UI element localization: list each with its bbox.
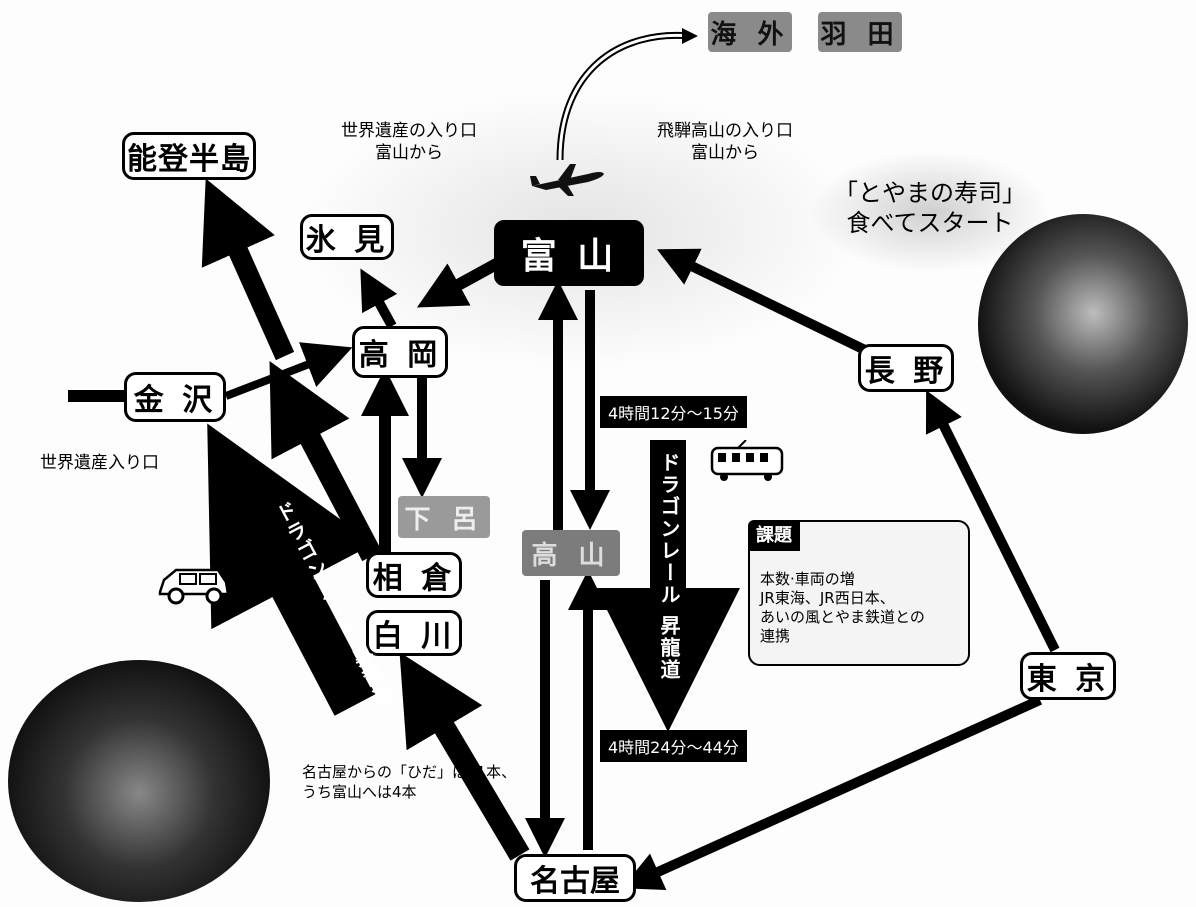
station-nagoya[interactable]: 名古屋: [514, 854, 636, 902]
air-route-head: [682, 28, 698, 44]
arrow-takaoka-himi: [360, 268, 398, 329]
issue-title: 課題: [748, 520, 800, 551]
station-noto[interactable]: 能登半島: [122, 132, 256, 180]
issue-box: 課題 本数·車両の増 JR東海、JR西日本、 あいの風とやま鉄道との 連携: [748, 520, 970, 666]
sushi-caption: 「とやまの寿司」 食べてスタート: [834, 179, 1026, 237]
station-nagano[interactable]: 長 野: [858, 344, 954, 392]
station-himi[interactable]: 氷 見: [300, 214, 394, 260]
air-route-curve-inner: [558, 33, 691, 161]
hida-entry-caption: 飛騨高山の入り口 富山から: [657, 121, 793, 163]
arrow-kanazawa-takaoka: [224, 342, 353, 400]
arrow-dragon-route: [207, 423, 376, 716]
arrow-to-noto: [201, 178, 295, 361]
destination-kaigai: 海 外: [708, 12, 792, 52]
station-tokyo[interactable]: 東 京: [1020, 652, 1116, 700]
arrow-nagano-toyama: [656, 248, 868, 355]
arrow-nagoya-shirakawa: [399, 652, 530, 861]
arrow-tokyo-nagoya: [621, 695, 1043, 891]
sushi-photo: [978, 214, 1188, 434]
issue-body: 本数·車両の増 JR東海、JR西日本、 あいの風とやま鉄道との 連携: [760, 570, 925, 645]
dragon-rail-label: ドラゴンレール 昇龍道: [657, 452, 681, 681]
time-label-lower: 4時間24分～44分: [600, 730, 747, 762]
destination-haneda: 羽 田: [818, 12, 902, 52]
hida-note-caption: 名古屋からの「ひだ」は11本、 うち富山へは4本: [302, 763, 517, 801]
world-heritage-entry-caption: 世界遺産の入り口 富山から: [341, 121, 477, 163]
station-takaoka[interactable]: 高 岡: [352, 326, 448, 378]
car-icon: [158, 568, 230, 605]
station-kanazawa[interactable]: 金 沢: [124, 372, 226, 422]
airplane-icon: [530, 164, 604, 196]
station-toyama[interactable]: 富 山: [494, 220, 644, 286]
train-icon: [710, 440, 784, 481]
station-gero: 下 呂: [398, 496, 490, 538]
arrow-toyama-takaoka: [416, 256, 503, 308]
road-photo: [8, 660, 270, 902]
time-label-upper: 4時間12分～15分: [600, 396, 747, 428]
station-ainokura[interactable]: 相 倉: [366, 552, 462, 598]
sushi-caption-cloud: [812, 152, 1048, 272]
station-takayama: 高 山: [522, 530, 620, 576]
arrow-tokyo-nagano: [925, 390, 1060, 653]
kanazawa-heritage-caption: 世界遺産入り口: [40, 453, 159, 473]
station-shirakawa[interactable]: 白 川: [366, 610, 462, 656]
